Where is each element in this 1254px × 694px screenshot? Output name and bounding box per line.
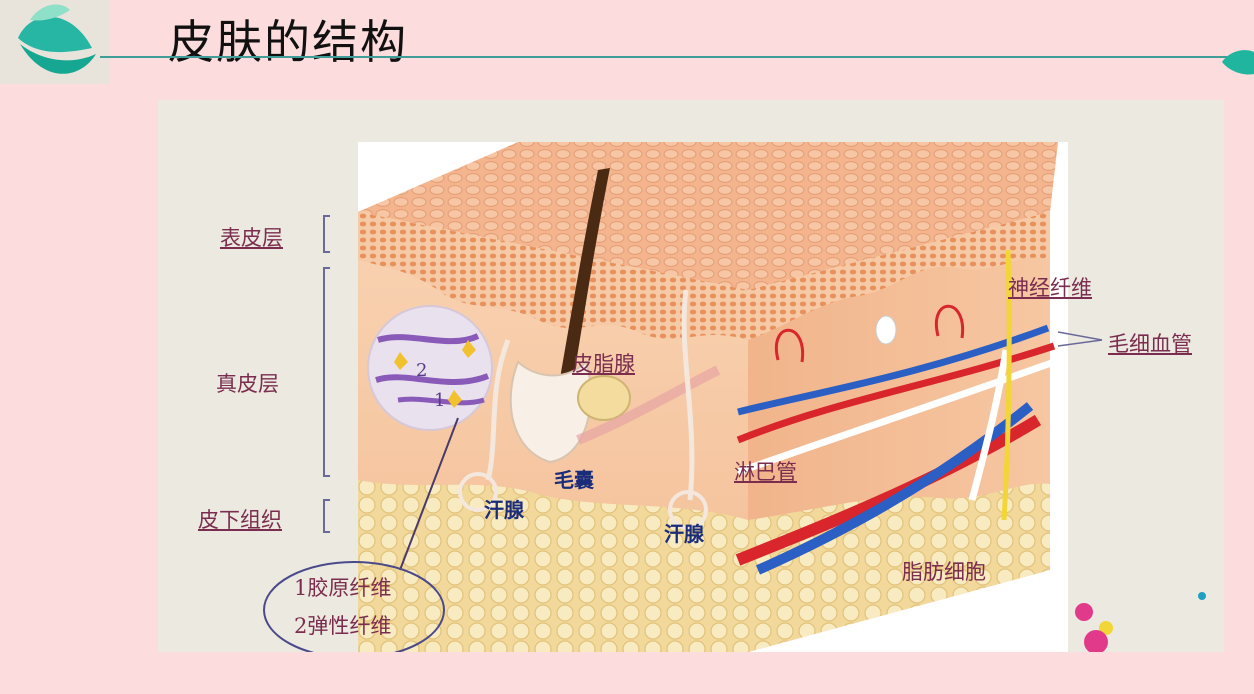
label-subcutaneous: 皮下组织 <box>198 508 282 532</box>
label-hair-follicle: 毛囊 <box>554 468 594 492</box>
label-capillary: 毛细血管 <box>1108 332 1192 356</box>
label-sweat-gland-2: 汗腺 <box>664 522 704 546</box>
label-dermis: 真皮层 <box>216 372 279 396</box>
legend-collagen-fiber: 1胶原纤维 <box>294 576 392 600</box>
label-sweat-gland-1: 汗腺 <box>484 498 524 522</box>
label-lymph-vessel: 淋巴管 <box>734 460 797 484</box>
inset-marker-1: 1 <box>434 390 446 411</box>
label-epidermis: 表皮层 <box>220 226 283 250</box>
legend-elastic-fiber: 2弹性纤维 <box>294 614 392 638</box>
skin-cross-section-illustration <box>263 142 1206 652</box>
label-fat-cell: 脂肪细胞 <box>902 560 986 584</box>
leaf-corner-icon <box>1222 50 1254 75</box>
label-nerve-fiber: 神经纤维 <box>1008 276 1092 300</box>
skin-diagram-panel: 1 2 表皮层 真皮层 皮下组织 皮脂腺 毛囊 汗腺 汗腺 淋巴管 神经纤维 毛… <box>158 100 1224 652</box>
page-title: 皮肤的结构 <box>168 15 408 69</box>
label-sebaceous-gland: 皮脂腺 <box>572 352 635 376</box>
leaf-logo-icon <box>0 0 110 84</box>
inset-marker-2: 2 <box>416 360 428 381</box>
title-underline <box>100 56 1240 58</box>
